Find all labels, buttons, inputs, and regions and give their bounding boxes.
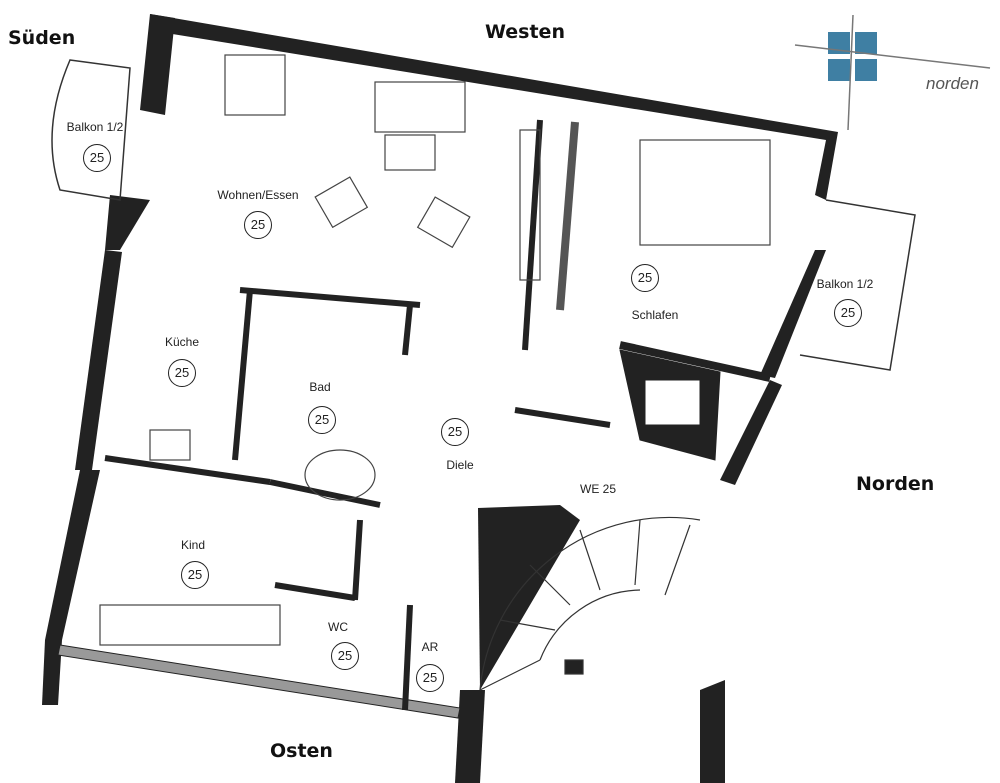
balcony-north-outline: [799, 199, 916, 371]
direction-west: Westen: [485, 21, 565, 43]
interior-walls: [104, 119, 771, 711]
unit-badge: 25: [331, 642, 359, 670]
unit-badge: 25: [631, 264, 659, 292]
apartment-label: WE 25: [579, 482, 617, 496]
unit-badge: 25: [416, 664, 444, 692]
furniture: [99, 54, 771, 646]
unit-badge: 25: [308, 406, 336, 434]
spiral-staircase: [479, 516, 701, 691]
room-label-wohnen: Wohnen/Essen: [217, 188, 299, 202]
room-label-kind: Kind: [180, 538, 206, 552]
compass-logo-text: norden: [926, 74, 979, 93]
balcony-south-outline: [51, 59, 131, 201]
unit-badge: 25: [834, 299, 862, 327]
direction-east: Osten: [270, 740, 333, 762]
room-label-schlafen: Schlafen: [631, 308, 679, 322]
unit-badge: 25: [244, 211, 272, 239]
room-label-kueche: Küche: [164, 335, 200, 349]
room-label-wc: WC: [328, 620, 348, 634]
unit-badge: 25: [441, 418, 469, 446]
room-label-ar: AR: [421, 640, 439, 654]
room-label-diele: Diele: [446, 458, 474, 472]
direction-south: Süden: [8, 27, 76, 49]
room-label-bad: Bad: [309, 380, 331, 394]
room-label-balkon-sued: Balkon 1/2: [66, 120, 124, 134]
unit-badge: 25: [168, 359, 196, 387]
unit-badge: 25: [181, 561, 209, 589]
unit-badge: 25: [83, 144, 111, 172]
south-east-wall: [57, 644, 461, 719]
exterior-walls: [42, 14, 838, 783]
compass-logo: [794, 14, 991, 131]
room-label-balkon-nord: Balkon 1/2: [816, 277, 874, 291]
direction-north: Norden: [856, 473, 935, 495]
